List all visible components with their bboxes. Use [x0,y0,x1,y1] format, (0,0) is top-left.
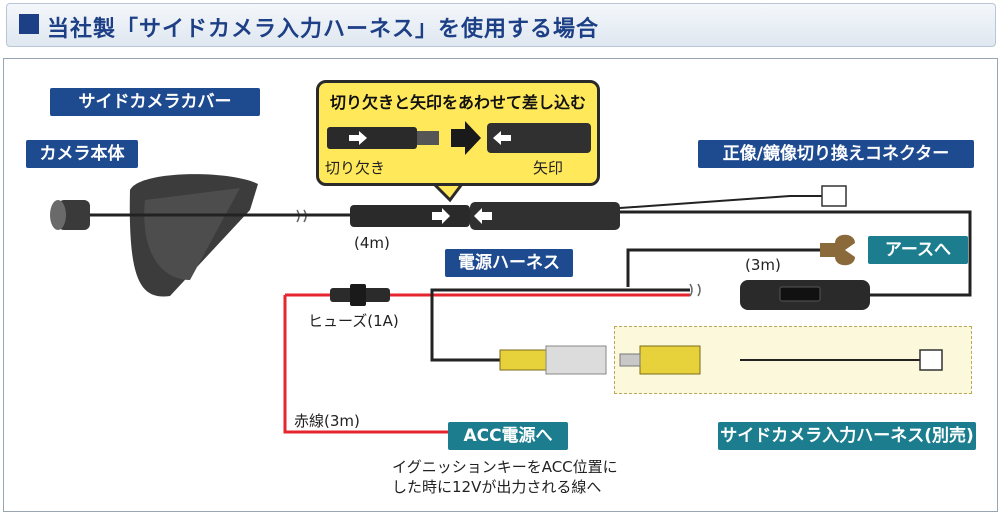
insertion-callout: 切り欠きと矢印をあわせて差し込む 切り欠き 矢印 [316,80,600,186]
notch-label: 切り欠き [325,159,386,177]
camera-lens-body [58,200,90,230]
red-wire-label: 赤線(3m) [294,412,360,430]
rca-right-tip [619,353,641,367]
rca-left-body [545,345,607,375]
video-wire [430,288,690,362]
plug-right [470,202,620,230]
mirror-connector [821,185,847,207]
camera-lens [50,200,66,230]
inline-box-window [779,286,821,302]
red-wire [283,293,690,434]
arrow-mark-label: 矢印 [533,159,564,177]
arrow-right-icon [349,131,367,145]
insert-arrow-icon [451,121,481,155]
side-camera-cover-label: サイドカメラカバー [50,88,260,116]
callout-title: 切り欠きと矢印をあわせて差し込む [329,93,586,112]
ground-wire [626,248,820,287]
arrow-left-icon [493,131,511,145]
harness-connector [919,349,943,371]
plug-left [350,205,470,227]
power-harness-label: 電源ハーネス [445,249,573,277]
page-title: 当社製「サイドカメラ入力ハーネス」を使用する場合 [47,17,600,42]
camera-cover-face [144,188,240,280]
fuse-label: ヒューズ(1A) [308,312,399,330]
callout-socket [487,123,591,153]
to-ground-label: アースへ [868,236,968,264]
side-camera-input-harness-label: サイドカメラ入力ハーネス(別売) [718,422,976,450]
arrow-right-icon [432,208,450,224]
callout-plug [327,127,417,149]
to-acc-label: ACC電源へ [448,422,568,450]
fuse-cap [350,284,366,306]
callout-notch [417,131,439,145]
length-4m-label: (4m) [354,234,390,252]
mirror-connector-label: 正像/鏡像切り換えコネクター [698,140,974,168]
wire-break-1 [689,283,701,297]
length-3m-label: (3m) [745,256,781,274]
acc-note-line1: イグニッションキーをACC位置に [392,458,618,476]
mirror-connector-wire [619,195,822,209]
ground-terminal-icon [820,234,855,266]
acc-note-line2: した時に12Vが出力される線へ [392,478,602,496]
camera-body-label: カメラ本体 [26,140,138,168]
rca-left-plug [499,349,547,371]
power-loop-wire [620,210,972,297]
page-header: 当社製「サイドカメラ入力ハーネス」を使用する場合 [6,3,996,47]
rca-right-body [639,345,701,375]
callout-illustration [327,121,591,155]
header-square-icon [19,14,39,34]
arrow-left-icon [474,208,492,224]
